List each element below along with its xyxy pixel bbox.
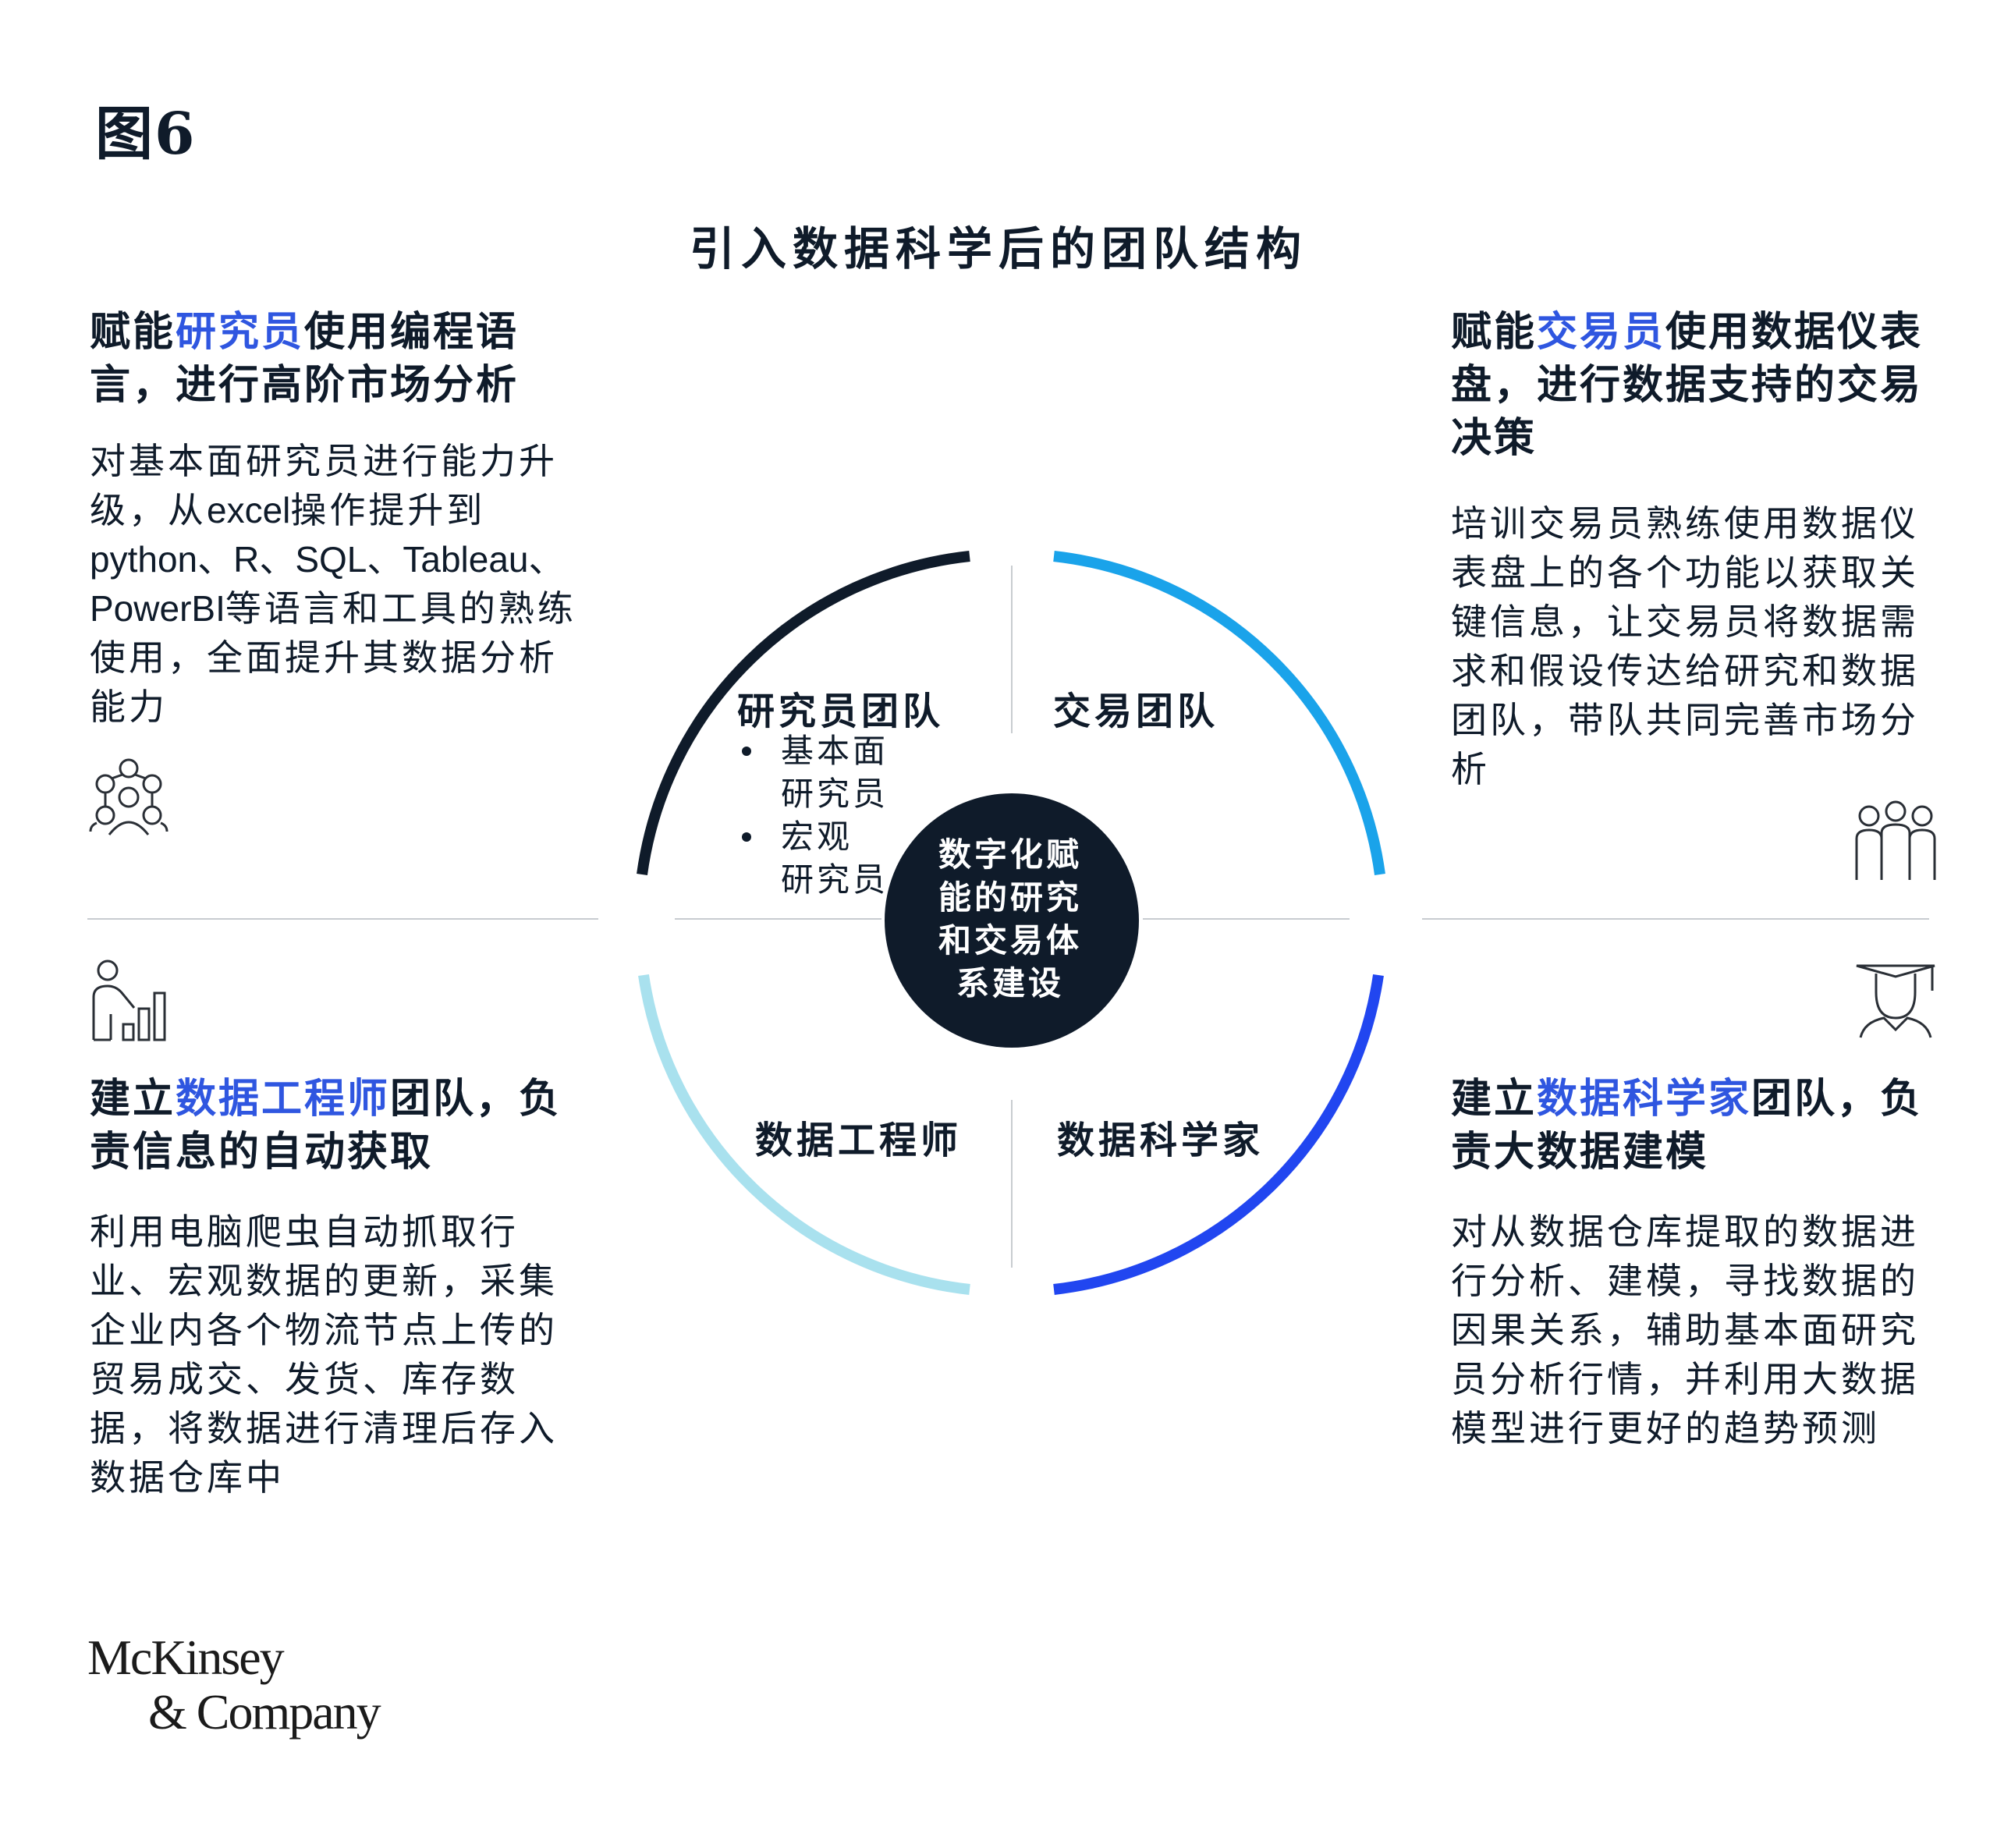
heading-data-scientist: 建立数据科学家团队，负责大数据建模 <box>1451 1075 1924 1176</box>
person-bar-chart-icon <box>92 959 166 1041</box>
highlight-data-engineer: 数据工程师 <box>176 1075 391 1123</box>
highlight-trader: 交易员 <box>1537 308 1666 356</box>
figure-label: 图6 <box>95 101 197 168</box>
label-engineer-team: 数据工程师 <box>755 1119 963 1162</box>
mckinsey-logo: McKinsey & Company <box>87 1630 381 1740</box>
arc-scientist-team <box>1053 974 1384 1295</box>
body-trader: 培训交易员熟练使用数据仪表盘上的各个功能以获取关键信息，让交易员将数据需求和假设… <box>1451 502 1919 790</box>
page-title: 引入数据科学后的团队结构 <box>689 222 1307 275</box>
list-item: 宏观 研究员 <box>737 815 889 901</box>
divider-right <box>1422 918 1929 920</box>
team-group-icon <box>1855 800 1936 880</box>
body-researcher: 对基本面研究员进行能力升级，从excel操作提升到python、R、SQL、Ta… <box>90 440 576 728</box>
center-label: 数字化赋 能的研究 和交易体 系建设 <box>938 835 1082 1002</box>
network-people-icon <box>89 758 168 835</box>
logo-line-1: McKinsey <box>87 1630 285 1685</box>
arc-engineer-team <box>638 974 970 1295</box>
label-research-team: 研究员团队 <box>737 690 945 733</box>
body-data-engineer: 利用电脑爬虫自动抓取行业、宏观数据的更新，采集企业内各个物流节点上传的贸易成交、… <box>90 1211 558 1499</box>
logo-line-2: & Company <box>148 1684 381 1740</box>
heading-trader: 赋能交易员使用数据仪表盘，进行数据支持的交易决策 <box>1451 308 1924 462</box>
highlight-data-scientist: 数据科学家 <box>1537 1075 1752 1123</box>
heading-researcher: 赋能研究员使用编程语言，进行高阶市场分析 <box>90 308 520 409</box>
list-item: 基本面 研究员 <box>737 729 889 815</box>
heading-data-engineer: 建立数据工程师团队，负责信息的自动获取 <box>90 1075 562 1176</box>
arc-research-team <box>637 551 970 875</box>
arc-trading-team <box>1053 551 1385 875</box>
body-data-scientist: 对从数据仓库提取的数据进行分析、建模，寻找数据的因果关系，辅助基本面研究员分析行… <box>1451 1211 1919 1449</box>
label-trading-team: 交易团队 <box>1053 690 1219 733</box>
center-circle <box>885 793 1139 1048</box>
highlight-researcher: 研究员 <box>176 308 305 356</box>
label-scientist-team: 数据科学家 <box>1057 1119 1265 1162</box>
graduate-cap-icon <box>1856 964 1935 1038</box>
research-members-list: 基本面 研究员 宏观 研究员 <box>737 729 889 901</box>
divider-left <box>87 918 598 920</box>
